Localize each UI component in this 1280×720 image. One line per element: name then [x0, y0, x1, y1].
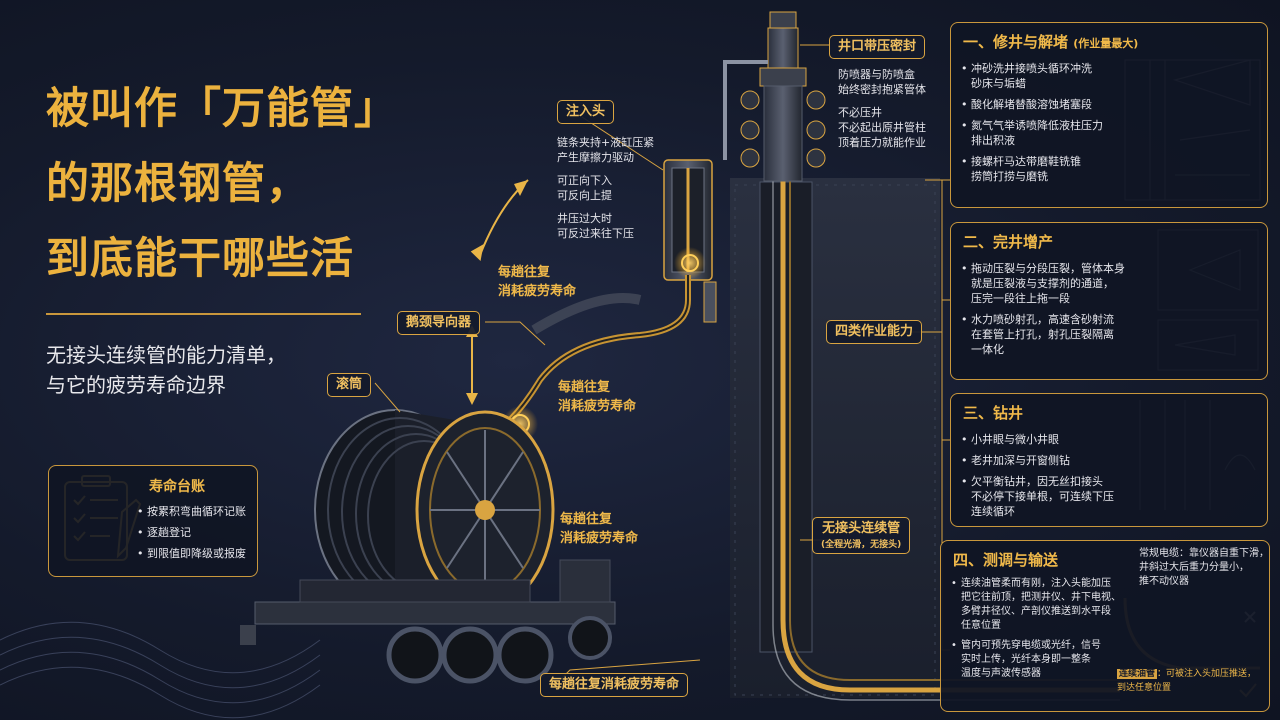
wellhead-notes: 防喷器与防喷盒 始终密封抱紧管体 不必压井 不必起出原井管柱 顶着压力就能作业: [838, 67, 926, 150]
injector-note: 产生摩擦力驱动: [557, 151, 634, 164]
fatigue-label-a: 每趟往复 消耗疲劳寿命: [498, 263, 576, 301]
wellhead-stack: [740, 11, 826, 182]
seamless-pipe-sub: (全程光滑，无接头): [821, 539, 902, 550]
fatigue-line: 消耗疲劳寿命: [558, 399, 637, 414]
cable-note-line: 井斜过大后重力分量小，: [1139, 562, 1249, 573]
injector-head-tag: 注入头: [557, 100, 615, 124]
coiled-tubing-wellbore: [780, 50, 1120, 693]
title-divider: [46, 313, 361, 315]
cable-note: 常规电缆：靠仪器自重下滑， 井斜过大后重力分量小， 推不动仪器: [1139, 547, 1269, 589]
panel-title-note: (作业量最大): [1073, 37, 1139, 50]
panel-item: 酸化解堵替酸溶蚀堵塞段: [961, 97, 1103, 112]
injector-note: 井压过大时: [557, 212, 612, 225]
wellhead-note: 不必起出原井管柱: [838, 121, 926, 134]
ct-note-line: 到达任意位置: [1117, 683, 1172, 693]
injector-note: 可反向上提: [557, 189, 612, 202]
panel-drilling: 三、钻井 小井眼与微小井眼 老井加深与开窗侧钻 欠平衡钻井，因无丝扣接头 不必停…: [950, 393, 1268, 527]
main-title-line-2: 的那根钢管，: [46, 159, 310, 209]
wellhead-note: 不必压井: [838, 106, 882, 119]
reel-tag: 滚筒: [327, 373, 372, 397]
panel-items: 冲砂洗井接喷头循环冲洗 砂床与垢蜡 酸化解堵替酸溶蚀堵塞段 氮气气举诱喷降低液柱…: [961, 61, 1103, 190]
cable-note-line: 常规电缆：靠仪器自重下滑，: [1139, 548, 1269, 559]
panel-item: 氮气气举诱喷降低液柱压力 排出积液: [961, 118, 1103, 148]
panel-title: 一、修井与解堵 (作业量最大): [963, 31, 1138, 52]
panel-item: 拖动压裂与分段压裂，管体本身 就是压裂液与支撑剂的通道， 压完一段往上拖一段: [961, 261, 1125, 306]
panel-item: 欠平衡钻井，因无丝扣接头 不必停下接单根，可连续下压 连续循环: [961, 474, 1114, 519]
panel-workover: 一、修井与解堵 (作业量最大) 冲砂洗井接喷头循环冲洗 砂床与垢蜡 酸化解堵替酸…: [950, 22, 1268, 208]
panel-item: 管内可预先穿电缆或光纤，信号 实时上传，光纤本身即一整条 温度与声波传感器: [951, 639, 1121, 681]
panel-item: 连续油管柔而有刚，注入头能加压 把它往前顶，把测井仪、井下电视、 多臂井径仪、产…: [951, 577, 1121, 633]
panel-title: 二、完井增产: [963, 233, 1054, 251]
life-ledger-box: 寿命台账 按累积弯曲循环记账 逐趟登记 到限值即降级或报废: [48, 465, 258, 577]
panel-item: 水力喷砂射孔，高速含砂射流 在套管上打孔，射孔压裂隔离 一体化: [961, 312, 1125, 357]
panel-item: 老井加深与开窗侧钻: [961, 453, 1114, 468]
main-title-line-3: 到底能干哪些活: [46, 234, 354, 284]
injector-head: [663, 159, 717, 323]
fatigue-label-b: 每趟往复 消耗疲劳寿命: [558, 378, 636, 416]
panel-completion: 二、完井增产 拖动压裂与分段压裂，管体本身 就是压裂液与支撑剂的通道， 压完一段…: [950, 222, 1268, 380]
ledger-item: 按累积弯曲循环记账: [137, 504, 246, 519]
trailer: [240, 559, 616, 684]
injector-notes: 链条夹持+液缸压紧 产生摩擦力驱动 可正向下入 可反向上提 井压过大时 可反过来…: [557, 135, 654, 241]
main-title-line-1: 被叫作「万能管」: [46, 84, 398, 134]
wellhead-note: 始终密封抱紧管体: [838, 83, 926, 96]
seamless-pipe-label: 无接头连续管: [822, 521, 901, 536]
ledger-title: 寿命台账: [149, 479, 205, 495]
wellhead-note: 防喷器与防喷盒: [838, 68, 915, 81]
panel-title-text: 一、修井与解堵: [963, 33, 1069, 51]
panel-item: 小井眼与微小井眼: [961, 432, 1114, 447]
ledger-item: 到限值即降级或报废: [137, 546, 246, 561]
panel-items: 连续油管柔而有刚，注入头能加压 把它往前顶，把测井仪、井下电视、 多臂井径仪、产…: [951, 577, 1121, 687]
ct-note-tag: 连续油管: [1117, 669, 1158, 679]
cable-note-line: 推不动仪器: [1139, 576, 1189, 587]
wellhead-note: 顶着压力就能作业: [838, 136, 926, 149]
panel-title: 三、钻井: [963, 404, 1024, 422]
ct-note-text: ：可被注入头加压推送，: [1157, 669, 1257, 679]
panel-logging: 四、测调与输送 连续油管柔而有刚，注入头能加压 把它往前顶，把测井仪、井下电视、…: [940, 540, 1270, 712]
panel-item: 接螺杆马达带磨鞋铣锥 捞筒打捞与磨铣: [961, 154, 1103, 184]
fatigue-line: 消耗疲劳寿命: [560, 531, 639, 546]
gooseneck-tag: 鹅颈导向器: [397, 311, 481, 335]
ledger-item: 逐趟登记: [137, 525, 246, 540]
subtitle-line-2: 与它的疲劳寿命边界: [46, 373, 226, 397]
four-capabilities-tag: 四类作业能力: [826, 320, 923, 344]
injector-note: 可反过来往下压: [557, 227, 634, 240]
injector-note: 链条夹持+液缸压紧: [557, 136, 655, 149]
fatigue-line: 消耗疲劳寿命: [498, 284, 577, 299]
wave-decoration: [0, 621, 321, 719]
fatigue-bottom-tag: 每趟往复消耗疲劳寿命: [540, 673, 689, 697]
subtitle-line-1: 无接头连续管的能力清单，: [46, 343, 286, 367]
reel-drum: [314, 409, 555, 611]
ct-note: 连续油管：可被注入头加压推送， 到达任意位置: [1117, 667, 1256, 695]
fatigue-line: 每趟往复: [558, 380, 611, 395]
casing: [759, 181, 813, 653]
panel-items: 小井眼与微小井眼 老井加深与开窗侧钻 欠平衡钻井，因无丝扣接头 不必停下接单根，…: [961, 432, 1114, 525]
injector-note: 可正向下入: [557, 174, 612, 187]
panel-title: 四、测调与输送: [953, 551, 1059, 569]
panel-items: 拖动压裂与分段压裂，管体本身 就是压裂液与支撑剂的通道， 压完一段往上拖一段 水…: [961, 261, 1125, 363]
fatigue-line: 每趟往复: [560, 512, 613, 527]
wellhead-tag: 井口带压密封: [829, 35, 926, 59]
panel-item: 冲砂洗井接喷头循环冲洗 砂床与垢蜡: [961, 61, 1103, 91]
seamless-pipe-tag: 无接头连续管 (全程光滑，无接头): [812, 517, 911, 555]
fatigue-label-c: 每趟往复 消耗疲劳寿命: [560, 510, 638, 548]
fatigue-line: 每趟往复: [498, 265, 551, 280]
